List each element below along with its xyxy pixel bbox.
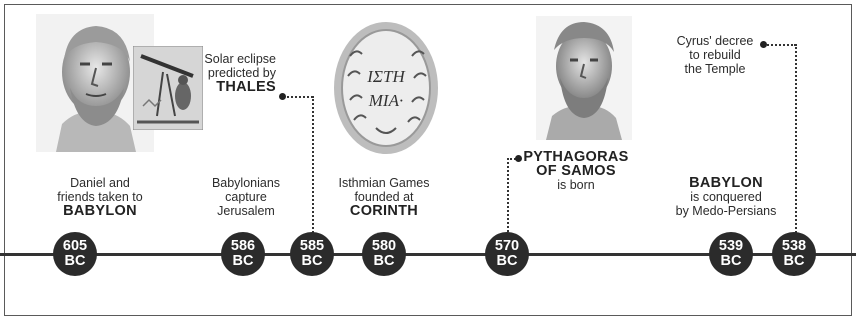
pythagoras-bust-image [536, 16, 632, 140]
event-605-caption: Daniel and friends taken to BABYLON [57, 176, 143, 219]
event-539-caption: BABYLON is conquered by Medo-Persians [675, 175, 777, 218]
event-570-caption: PYTHAGORAS OF SAMOS is born [523, 149, 629, 192]
pythagoras-dot [515, 155, 522, 162]
thales-connector [312, 96, 314, 236]
astronomer-engraving-image [133, 46, 203, 130]
event-538-caption: Cyrus' decree to rebuild the Temple [676, 34, 754, 76]
cyrus-connector [795, 44, 797, 236]
isthmian-coin-image: ΙΣΤΗ ΜΙΑ· [330, 16, 442, 160]
svg-text:ΜΙΑ·: ΜΙΑ· [368, 91, 403, 110]
cyrus-connector-horizontal [764, 44, 796, 46]
pythagoras-connector [507, 158, 509, 236]
event-586-caption: Babylonians capture Jerusalem [211, 176, 281, 218]
thales-bust-image [36, 14, 154, 152]
thales-dot [279, 93, 286, 100]
event-585-caption: Solar eclipse predicted by THALES [204, 52, 276, 95]
pythagoras-connector-horizontal [507, 158, 519, 160]
thales-connector-horizontal [283, 96, 313, 98]
timeline-axis [0, 253, 856, 256]
event-580-caption: Isthmian Games founded at CORINTH [338, 176, 430, 219]
svg-text:ΙΣΤΗ: ΙΣΤΗ [366, 67, 406, 86]
cyrus-dot [760, 41, 767, 48]
